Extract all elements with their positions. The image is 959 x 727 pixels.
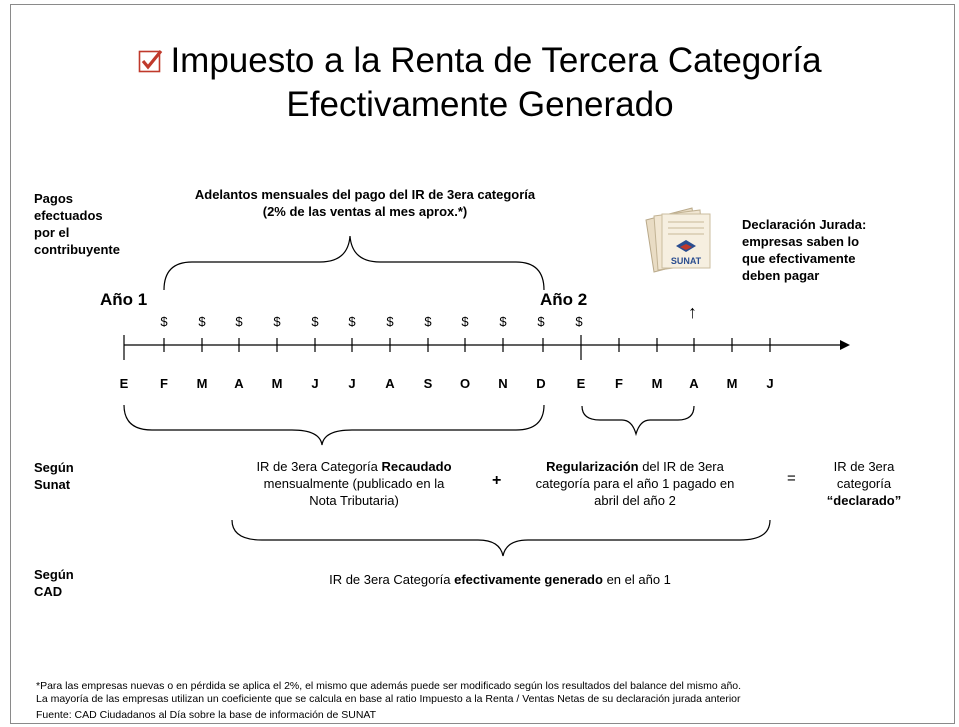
month-label: M (651, 376, 663, 391)
adelantos-heading: Adelantos mensuales del pago del IR de 3… (194, 187, 536, 219)
equals-sign: = (787, 470, 796, 487)
title-line-1: Impuesto a la Renta de Tercera Categoría (170, 41, 822, 80)
month-label: N (498, 376, 508, 391)
dollar-label: $ (537, 314, 545, 329)
month-label: J (766, 376, 774, 391)
month-label: E (576, 376, 586, 391)
month-label: D (536, 376, 546, 391)
dollar-label: $ (273, 314, 281, 329)
month-label: M (271, 376, 283, 391)
dollar-label: $ (235, 314, 243, 329)
footnote-1: *Para las empresas nuevas o en pérdida s… (36, 680, 742, 692)
dollar-label: $ (424, 314, 432, 329)
title-line-2: Efectivamente Generado (286, 84, 674, 124)
month-label: O (459, 376, 471, 391)
month-label: E (119, 376, 129, 391)
cad-text: IR de 3era Categoría efectivamente gener… (329, 572, 671, 587)
dollar-label: $ (386, 314, 394, 329)
dollar-label: $ (348, 314, 356, 329)
up-arrow-icon: ↑ (688, 302, 697, 322)
month-label: J (348, 376, 356, 391)
declarado-text: IR de 3era categoría “declarado” (826, 459, 902, 508)
brace-regularizacion (581, 405, 695, 437)
dollar-label: $ (575, 314, 583, 329)
brace-year1 (123, 404, 545, 446)
month-label: A (689, 376, 699, 391)
month-label: F (160, 376, 168, 391)
year-2-label: Año 2 (540, 290, 588, 309)
page-title: Impuesto a la Renta de Tercera Categoría… (60, 40, 900, 126)
month-label: S (423, 376, 433, 391)
pagos-label: Pagos efectuados por el contribuyente (34, 191, 120, 257)
month-label: F (615, 376, 623, 391)
dollar-label: $ (160, 314, 168, 329)
brace-cad (231, 519, 771, 557)
declaracion-jurada-text: Declaración Jurada: empresas saben lo qu… (742, 217, 867, 283)
svg-text:SUNAT: SUNAT (671, 256, 702, 266)
sunat-document-logo: SUNAT (640, 206, 730, 276)
segun-cad-label: Según CAD (34, 567, 74, 599)
recaudado-text: IR de 3era Categoría Recaudado mensualme… (256, 459, 452, 508)
dollar-label: $ (499, 314, 507, 329)
plus-sign: + (492, 472, 502, 489)
month-label: J (311, 376, 319, 391)
source-note: Fuente: CAD Ciudadanos al Día sobre la b… (36, 709, 377, 721)
slide-frame (10, 4, 955, 724)
dollar-label: $ (198, 314, 206, 329)
brace-adelantos (163, 235, 545, 291)
checkbox-icon (138, 42, 164, 84)
month-label: M (726, 376, 738, 391)
dollar-label: $ (461, 314, 469, 329)
dollar-label: $ (311, 314, 319, 329)
regularizacion-text: Regularización del IR de 3era categoría … (535, 459, 735, 508)
month-label: A (234, 376, 244, 391)
timeline-ticks (123, 335, 771, 360)
timeline-arrowhead (840, 340, 850, 350)
year-1-label: Año 1 (100, 290, 148, 309)
month-label: M (196, 376, 208, 391)
footnote-2: La mayoría de las empresas utilizan un c… (36, 693, 741, 705)
month-label: A (385, 376, 395, 391)
segun-sunat-label: Según Sunat (34, 460, 74, 492)
